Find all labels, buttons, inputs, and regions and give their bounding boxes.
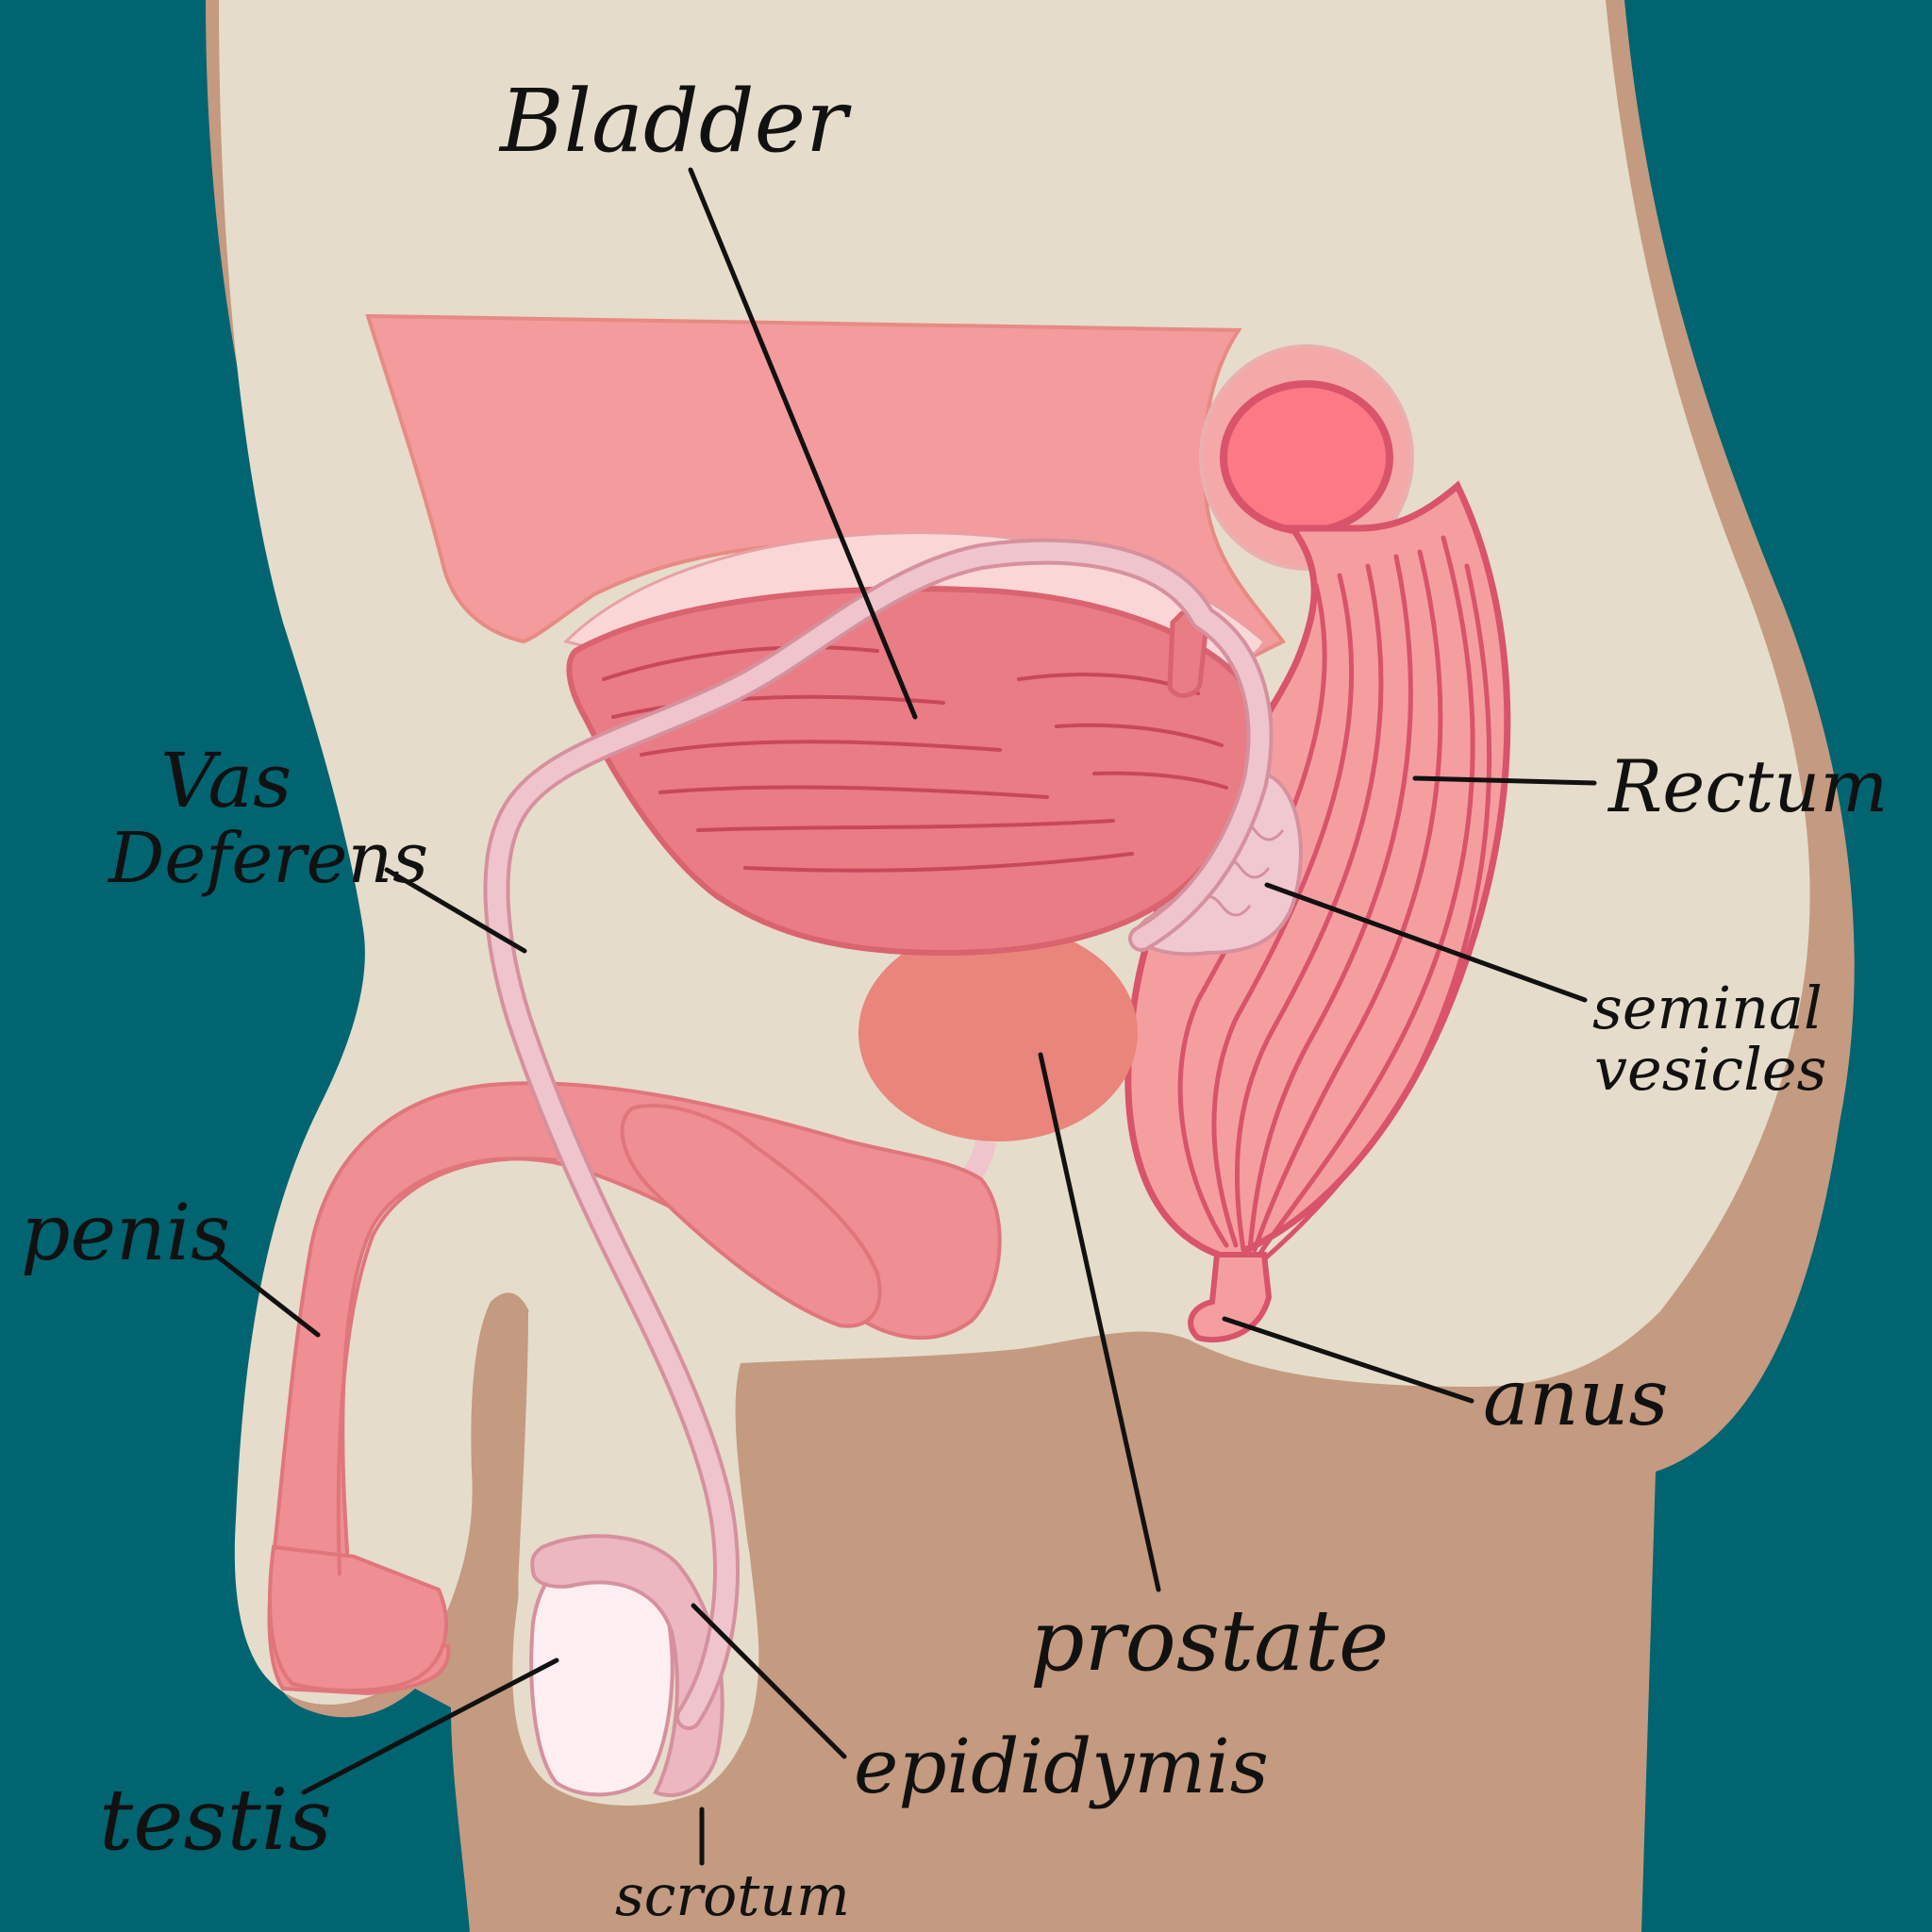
prostate-leader xyxy=(1038,1052,1161,1592)
corpus-line xyxy=(336,1157,558,1576)
label-vas: Vas xyxy=(160,737,291,824)
label-penis: penis xyxy=(21,1189,230,1278)
leader-lines xyxy=(212,167,1597,1866)
label-vesicles: vesicles xyxy=(1594,1035,1826,1104)
bladder-muscle-lines xyxy=(602,645,1228,873)
glans xyxy=(268,1544,448,1692)
epididymis xyxy=(530,1534,724,1798)
labels: Bladder Vas Deferens Rectum seminal vesi… xyxy=(21,71,1888,1929)
penis-leader xyxy=(212,1252,321,1338)
vas-deferens-inner xyxy=(487,541,1270,1726)
anus-leader xyxy=(1222,1316,1474,1404)
epididymis-leader xyxy=(691,1603,847,1759)
label-scrotum: scrotum xyxy=(615,1863,850,1929)
label-epididymis: epididymis xyxy=(854,1723,1269,1810)
label-prostate: prostate xyxy=(1030,1591,1389,1690)
rectal-opening xyxy=(1220,380,1393,535)
rectum-folds xyxy=(1177,535,1492,1262)
label-seminal: seminal xyxy=(1592,974,1823,1042)
label-rectum: Rectum xyxy=(1607,744,1888,828)
label-deferens: Deferens xyxy=(107,818,428,899)
label-testis: testis xyxy=(99,1771,332,1870)
vas-deferens-leader xyxy=(384,867,527,954)
prostate xyxy=(858,924,1138,1141)
bladder-leader xyxy=(688,167,918,720)
testis-leader xyxy=(301,1657,559,1795)
rectum-leader xyxy=(1412,775,1597,786)
corpus-cavernosum xyxy=(620,1104,882,1328)
label-bladder: Bladder xyxy=(498,71,852,172)
seminal-vesicles-leader xyxy=(1264,882,1588,1003)
label-anus: anus xyxy=(1483,1354,1669,1443)
anus xyxy=(1188,1252,1273,1343)
